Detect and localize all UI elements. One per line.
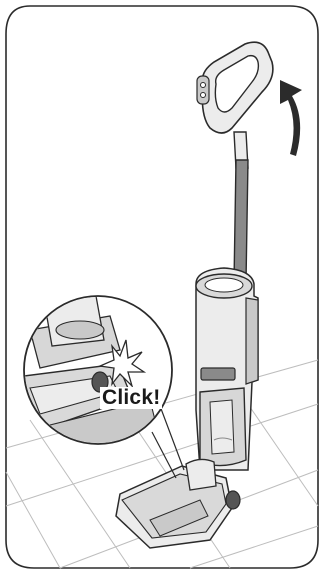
zoom-callout: [20, 296, 172, 460]
vacuum-handle: [197, 42, 273, 133]
rotate-arrow-icon: [280, 80, 302, 156]
vacuum-stick: [234, 132, 248, 282]
click-callout-text: Click!: [100, 387, 162, 409]
vacuum-body: [196, 268, 258, 470]
vacuum-floor-head: [116, 459, 240, 548]
